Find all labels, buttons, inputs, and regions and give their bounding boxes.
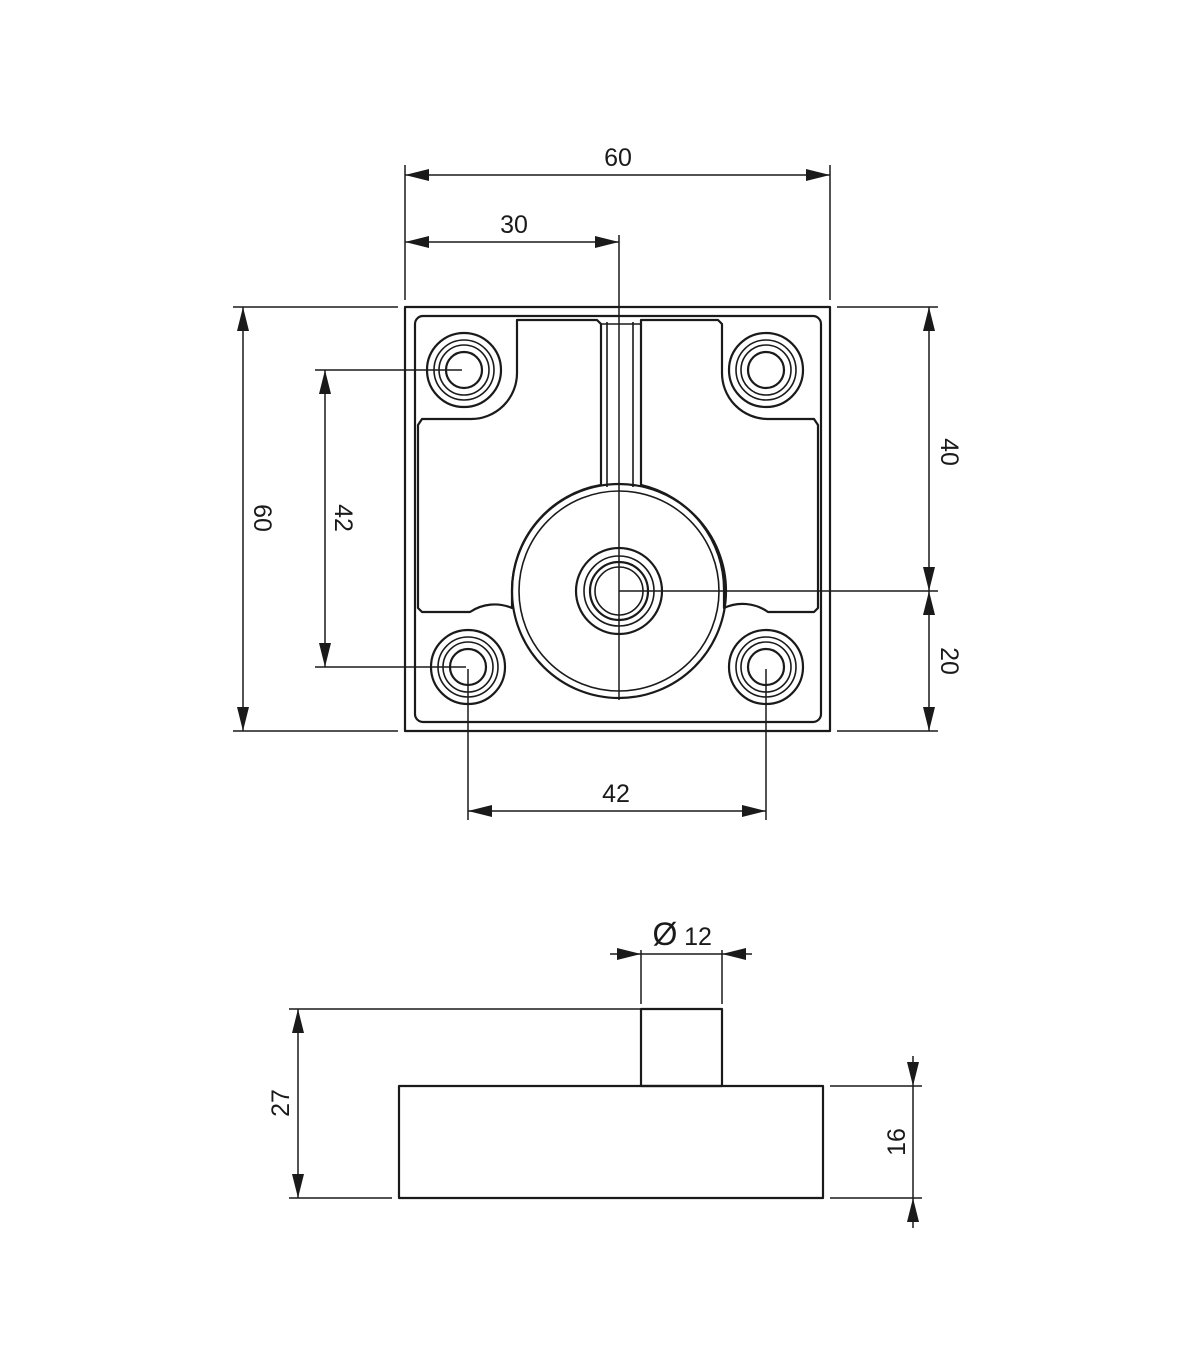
- dimension-hole-spacing-vertical-label: 42: [329, 504, 357, 532]
- dimension-overall-width-label: 60: [604, 144, 632, 172]
- dimension-upper-to-center: 40: [619, 306, 963, 592]
- shaft: [639, 1007, 724, 1088]
- dimension-base-height: 16: [830, 1056, 922, 1228]
- dimension-shaft-diameter: Ø 12: [610, 916, 752, 1004]
- top-view: 60 30 60 42 40: [233, 144, 963, 820]
- dimension-base-height-label: 16: [883, 1128, 911, 1156]
- mounting-hole-top-right: [727, 331, 805, 409]
- dimension-shaft-diameter-label: 12: [684, 923, 712, 951]
- dimension-overall-height-label: 60: [248, 504, 276, 532]
- dimension-center-to-bottom: 20: [837, 591, 963, 732]
- slot-channel: [606, 322, 634, 487]
- dimension-overall-height: 60: [233, 306, 398, 732]
- dimension-hole-spacing-horizontal-label: 42: [602, 780, 630, 808]
- dimension-hole-spacing-horizontal: 42: [467, 669, 767, 820]
- dimension-center-offset-label: 30: [500, 211, 528, 239]
- base-block: [397, 1084, 825, 1200]
- plate-outline: [403, 305, 832, 733]
- dimension-upper-to-center-label: 40: [935, 438, 963, 466]
- dimension-center-offset: 30: [405, 211, 620, 700]
- dimension-hole-spacing-vertical: 42: [315, 369, 466, 668]
- dimension-total-height-label: 27: [267, 1089, 295, 1117]
- dimension-overall-width: 60: [404, 144, 831, 300]
- dimension-total-height: 27: [267, 1008, 641, 1199]
- side-view: Ø 12 27 16: [267, 916, 922, 1228]
- dimension-center-to-bottom-label: 20: [935, 647, 963, 675]
- recess-pocket: [416, 318, 603, 614]
- plate-inner-contour: [413, 314, 823, 724]
- dimension-shaft-diameter-symbol: Ø: [653, 916, 678, 952]
